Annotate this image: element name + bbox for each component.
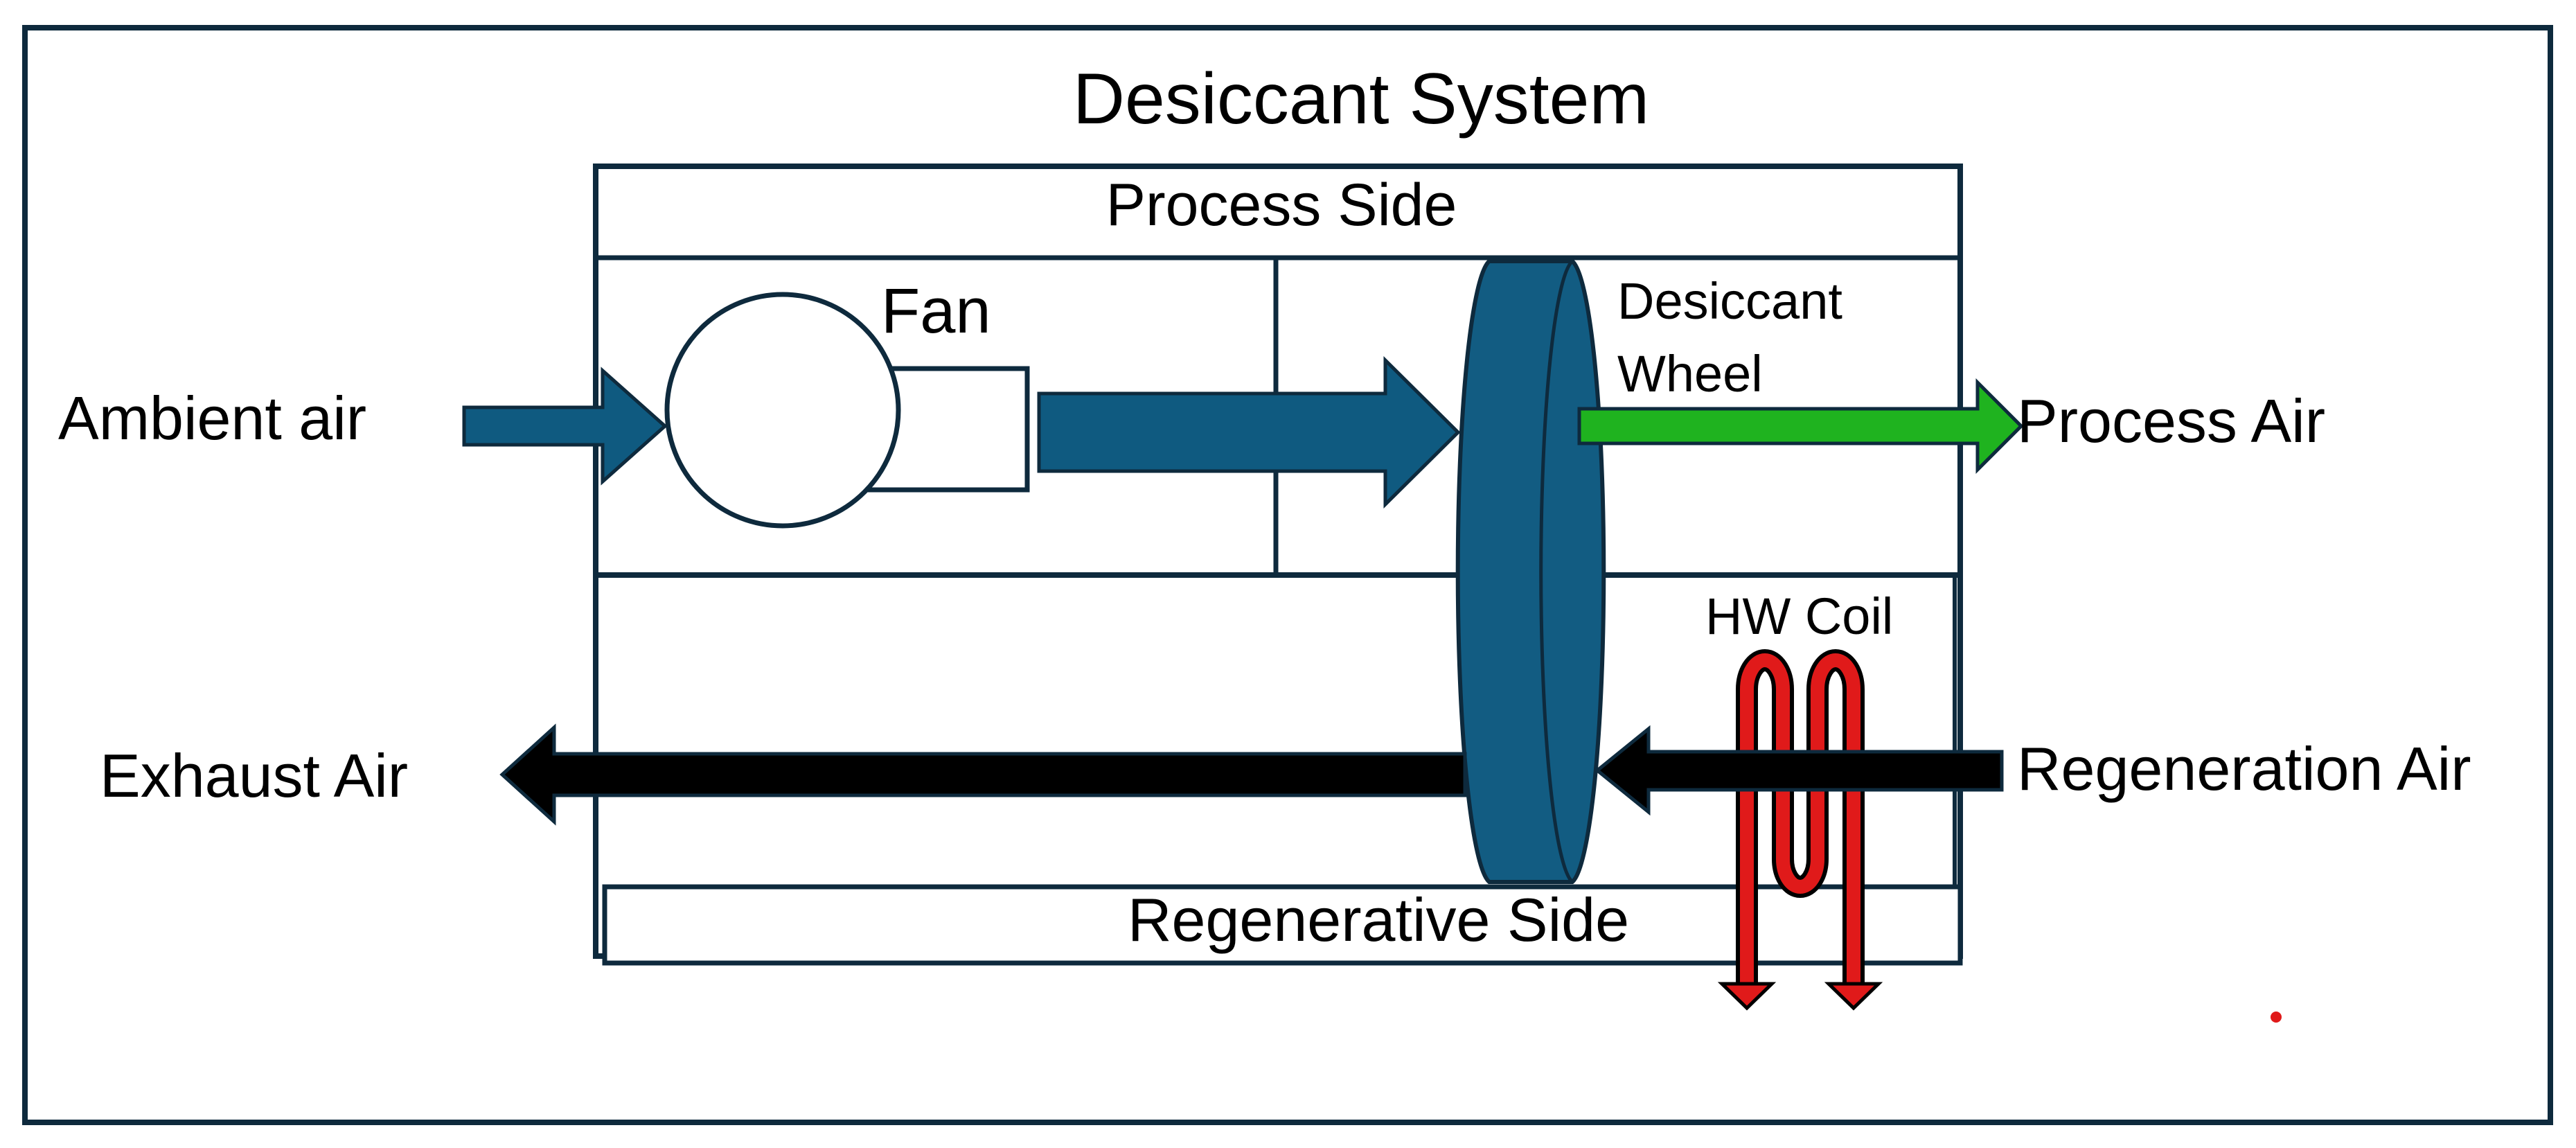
- wheel-label-line1: Desiccant: [1617, 272, 1842, 330]
- hw-coil-outlet-right: [1824, 982, 1883, 1011]
- exhaust-air-arrow: [499, 723, 1467, 826]
- exhaust-air-label: Exhaust Air: [100, 741, 408, 810]
- fan-to-wheel-arrow: [1037, 356, 1461, 509]
- diagram-title: Desiccant System: [1073, 59, 1649, 139]
- fan-icon: [664, 292, 901, 529]
- process-air-arrow: [1577, 378, 2024, 475]
- regeneration-air-arrow: [1595, 725, 2004, 816]
- desiccant-wheel-face: [1539, 260, 1574, 883]
- hw-coil-pipe: [1740, 653, 1860, 987]
- desiccant-wheel: [1455, 259, 1606, 884]
- process-side-label: Process Side: [1106, 172, 1457, 238]
- ambient-air-label: Ambient air: [58, 384, 366, 452]
- wheel-label-line2: Wheel: [1617, 345, 1763, 403]
- fan-label: Fan: [881, 276, 991, 346]
- regeneration-air-label: Regeneration Air: [2017, 734, 2471, 803]
- ambient-air-arrow: [462, 367, 668, 486]
- regenerative-side-label: Regenerative Side: [1128, 885, 1629, 954]
- hw-coil-outlet-left: [1717, 982, 1777, 1011]
- process-air-label: Process Air: [2017, 387, 2325, 455]
- marker-dot: [2271, 1012, 2282, 1023]
- hw-coil-label: HW Coil: [1705, 588, 1893, 645]
- regenerative-side-band: [602, 884, 1963, 966]
- outer-frame: [22, 25, 2553, 1125]
